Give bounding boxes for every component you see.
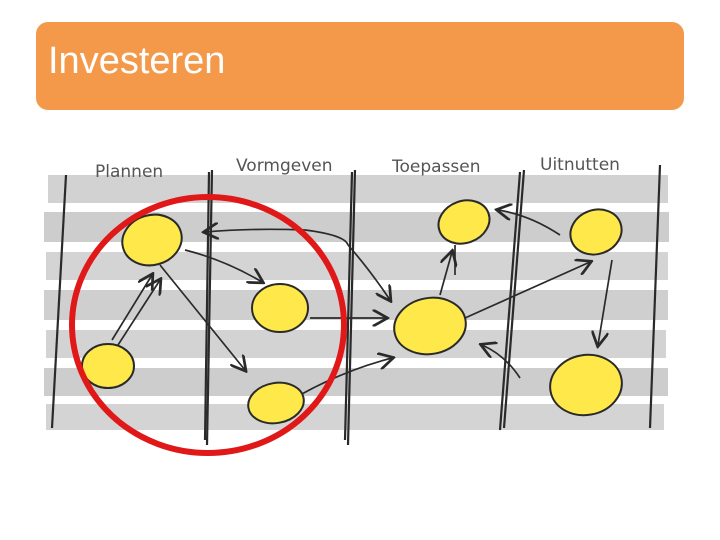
slide-title: Investeren bbox=[48, 39, 226, 82]
node-vormgeven-bottom bbox=[247, 381, 305, 425]
node-uitnutten-bottom bbox=[549, 353, 623, 417]
column-label-vormgeven: Vormgeven bbox=[236, 156, 333, 176]
highlight-circle bbox=[69, 194, 347, 456]
node-plannen-top bbox=[121, 213, 183, 267]
node-vormgeven-mid bbox=[251, 283, 309, 333]
title-banner: Investeren bbox=[36, 22, 684, 110]
divider-right bbox=[648, 164, 662, 429]
nodes bbox=[81, 199, 623, 425]
column-label-plannen: Plannen bbox=[95, 162, 163, 182]
node-toepassen-center bbox=[393, 296, 467, 356]
column-label-uitnutten: Uitnutten bbox=[540, 155, 620, 175]
divider-left bbox=[50, 174, 68, 429]
node-uitnutten-top bbox=[569, 208, 623, 256]
node-plannen-bottom bbox=[81, 343, 135, 389]
flow-arrows bbox=[111, 210, 613, 396]
column-label-toepassen: Toepassen bbox=[391, 157, 481, 177]
node-toepassen-top bbox=[437, 199, 491, 245]
column-labels: Plannen Vormgeven Toepassen Uitnutten bbox=[95, 155, 620, 182]
